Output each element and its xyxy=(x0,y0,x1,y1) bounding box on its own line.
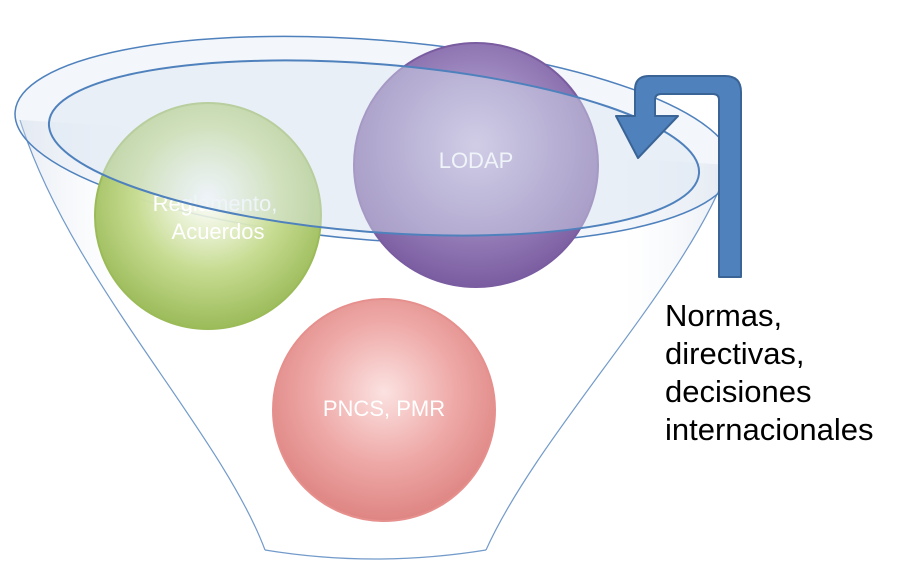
side-note-line: Normas, xyxy=(665,298,783,333)
side-note-line: directivas, xyxy=(665,336,805,371)
side-note-line: internacionales xyxy=(665,412,874,447)
circle-label-lodap: LODAP xyxy=(439,148,514,173)
funnel-spout xyxy=(264,549,487,560)
side-note-line: decisiones xyxy=(665,374,812,409)
funnel-right-edge xyxy=(485,164,730,551)
funnel-rim-inner xyxy=(47,59,701,237)
circle-label-line: LODAP xyxy=(439,148,514,173)
circle-label-pncs: PNCS, PMR xyxy=(323,396,445,421)
circle-label-line: PNCS, PMR xyxy=(323,396,445,421)
circle-label-line: Acuerdos xyxy=(172,219,265,244)
circle-reglamento-acuerdos: Reglamento, Acuerdos xyxy=(94,102,322,330)
circle-label-line: Reglamento, xyxy=(153,191,278,216)
circle-lodap: LODAP xyxy=(353,42,599,288)
side-note-text: Normas, directivas, decisiones internaci… xyxy=(665,297,874,449)
circle-label-reglamento: Reglamento, Acuerdos xyxy=(153,191,284,244)
circle-pncs-pmr: PNCS, PMR xyxy=(272,298,496,522)
u-turn-arrow-icon xyxy=(615,75,742,278)
funnel-left-edge xyxy=(19,119,266,551)
